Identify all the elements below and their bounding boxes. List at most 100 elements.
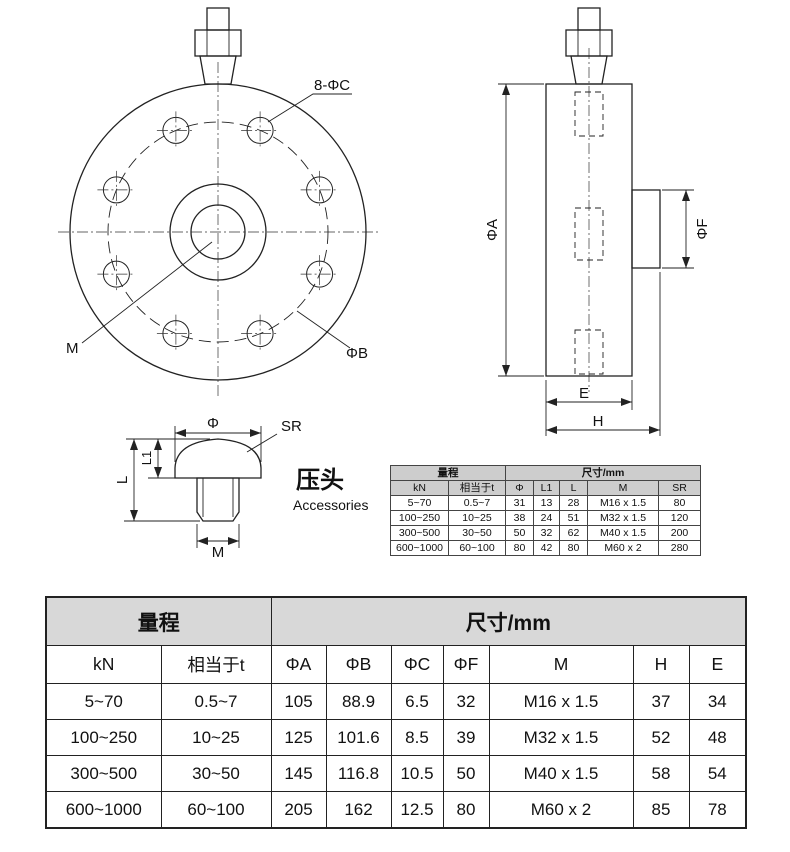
dimension-group-header: 尺寸/mm xyxy=(505,465,701,481)
column-header: M xyxy=(587,480,659,496)
bolt-hole xyxy=(96,170,136,210)
l1-label: L1 xyxy=(139,451,154,465)
table-cell: 58 xyxy=(632,755,690,792)
column-header: kN xyxy=(45,645,162,684)
table-cell: 6.5 xyxy=(390,683,444,720)
table-cell: 24 xyxy=(533,510,560,526)
column-header: L1 xyxy=(533,480,560,496)
dimension-m: M xyxy=(196,524,240,561)
bolt-hole xyxy=(240,110,280,150)
e-label: E xyxy=(579,385,589,402)
table-cell: 50 xyxy=(442,755,490,792)
table-cell: 120 xyxy=(658,510,701,526)
table-cell: M16 x 1.5 xyxy=(488,683,634,720)
column-header: ΦA xyxy=(270,645,327,684)
bolt-hole xyxy=(96,254,136,294)
stud-outline xyxy=(196,477,240,522)
flange-outline xyxy=(69,83,367,381)
dimension-dia-a: ΦA xyxy=(484,83,544,377)
table-cell: 62 xyxy=(559,525,588,541)
table-cell: 205 xyxy=(270,791,327,829)
table-cell: 100~250 xyxy=(45,719,162,756)
table-cell: 10~25 xyxy=(160,719,272,756)
hidden-thread-bottom xyxy=(574,329,604,375)
table-cell: 80 xyxy=(559,540,588,556)
accessory-title-en: Accessories xyxy=(293,497,368,513)
table-cell: 80 xyxy=(658,495,701,511)
table-cell: 60~100 xyxy=(160,791,272,829)
table-cell: 5~70 xyxy=(45,683,162,720)
leader-sr xyxy=(246,433,278,453)
range-group-header: 量程 xyxy=(45,596,272,646)
table-cell: 80 xyxy=(442,791,490,829)
table-cell: 0.5~7 xyxy=(448,495,506,511)
dome-outline xyxy=(174,438,262,479)
sr-label: SR xyxy=(281,418,302,435)
column-header: 相当于t xyxy=(160,645,272,684)
bolt-circle-label: ΦB xyxy=(346,345,368,362)
table-cell: 13 xyxy=(533,495,560,511)
leader-thread-label xyxy=(81,241,213,344)
center-boss xyxy=(169,183,267,281)
range-group-header: 量程 xyxy=(390,465,506,481)
bolt-hole xyxy=(300,170,340,210)
table-cell: 80 xyxy=(505,540,534,556)
table-cell: 12.5 xyxy=(390,791,444,829)
table-cell: 300~500 xyxy=(390,525,449,541)
table-cell: 85 xyxy=(632,791,690,829)
column-header: ΦC xyxy=(390,645,444,684)
dimension-e: E xyxy=(545,380,633,436)
hidden-thread-top xyxy=(574,91,604,137)
bolt-count-label: 8-ΦC xyxy=(314,77,350,94)
table-cell: 38 xyxy=(505,510,534,526)
table-cell: 31 xyxy=(505,495,534,511)
table-cell: 78 xyxy=(688,791,747,829)
table-cell: 116.8 xyxy=(325,755,392,792)
accessory-title-cn: 压头 xyxy=(296,467,344,494)
table-cell: 10.5 xyxy=(390,755,444,792)
table-cell: 54 xyxy=(688,755,747,792)
table-cell: 51 xyxy=(559,510,588,526)
dia-f-label: ΦF xyxy=(694,218,711,239)
table-cell: M60 x 2 xyxy=(488,791,634,829)
table-cell: 200 xyxy=(658,525,701,541)
table-cell: 32 xyxy=(442,683,490,720)
front-view: 8-ΦC M ΦB xyxy=(58,7,380,396)
pressure-head-view: Φ SR L1 L M xyxy=(114,415,368,561)
column-header: H xyxy=(632,645,690,684)
hidden-cavity-middle xyxy=(574,207,604,261)
table-cell: M32 x 1.5 xyxy=(488,719,634,756)
table-cell: 10~25 xyxy=(448,510,506,526)
dimension-h: H xyxy=(546,272,661,436)
side-boss xyxy=(631,189,661,269)
table-cell: 300~500 xyxy=(45,755,162,792)
table-cell: 39 xyxy=(442,719,490,756)
technical-drawing: 8-ΦC M ΦB xyxy=(58,7,711,561)
center-hole xyxy=(190,204,246,260)
table-cell: 105 xyxy=(270,683,327,720)
table-cell: M16 x 1.5 xyxy=(587,495,659,511)
column-header: SR xyxy=(658,480,701,496)
column-header: E xyxy=(688,645,747,684)
table-cell: 50 xyxy=(505,525,534,541)
l-label: L xyxy=(114,476,131,484)
table-cell: 8.5 xyxy=(390,719,444,756)
table-cell: 30~50 xyxy=(448,525,506,541)
group-header-row: 量程 尺寸/mm xyxy=(45,596,747,646)
leader-bolt-label xyxy=(267,93,352,123)
table-cell: M40 x 1.5 xyxy=(587,525,659,541)
table-cell: 600~1000 xyxy=(390,540,449,556)
bolt-circle xyxy=(107,121,329,343)
table-cell: M40 x 1.5 xyxy=(488,755,634,792)
